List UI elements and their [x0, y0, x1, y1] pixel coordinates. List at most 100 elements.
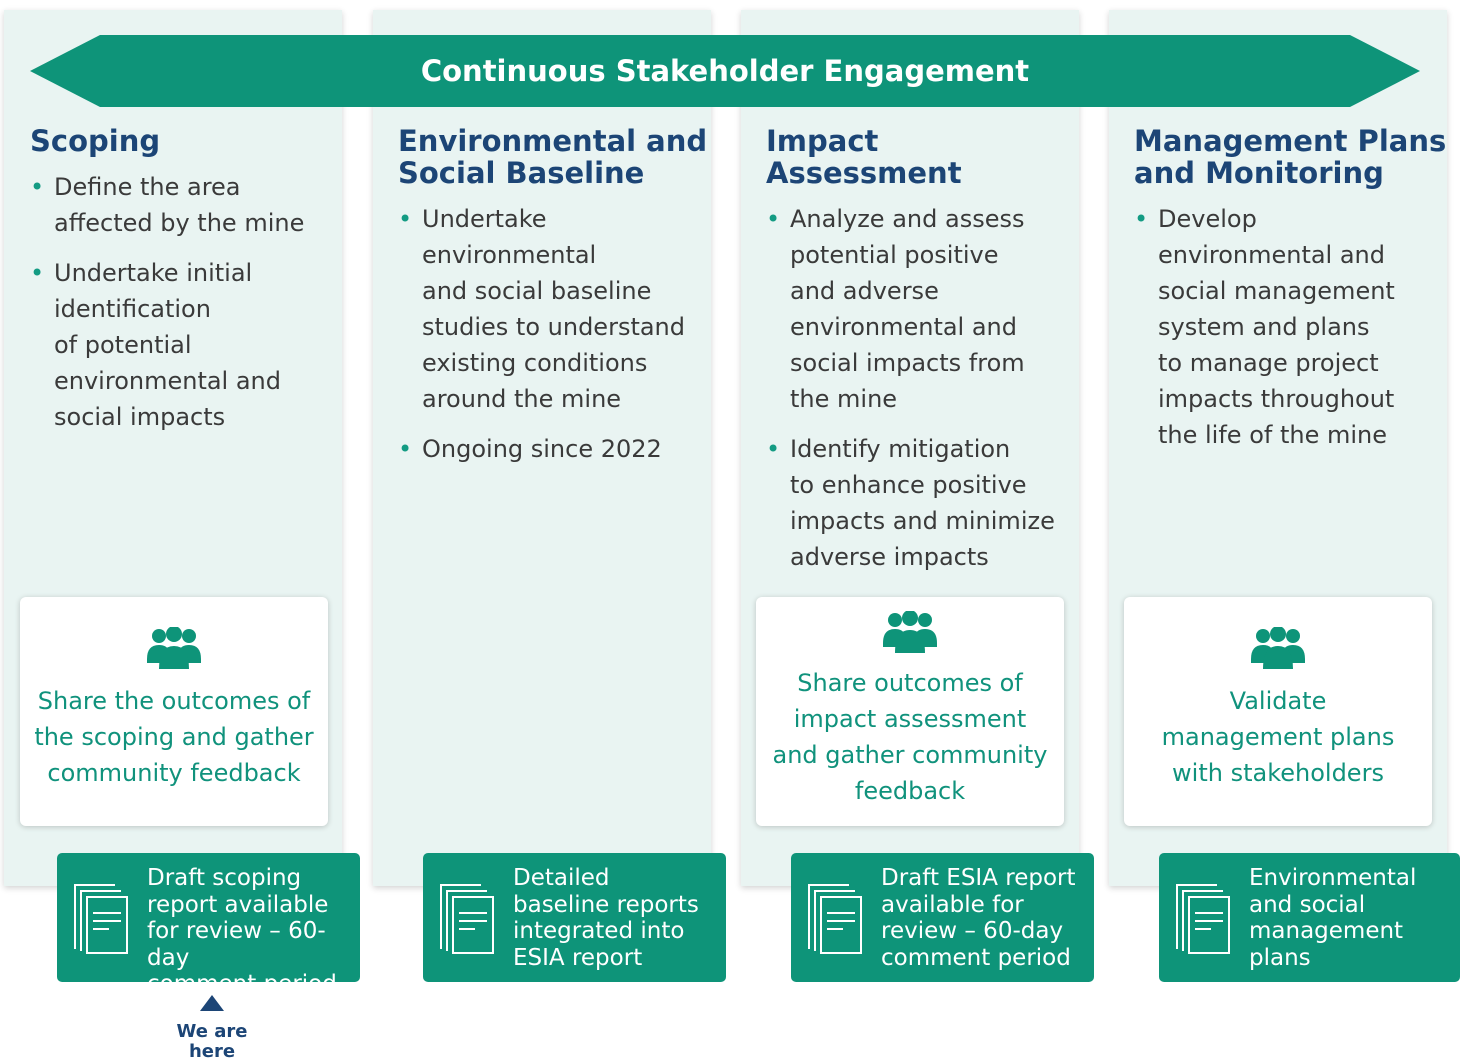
card-line: community feedback: [47, 759, 301, 787]
phase-title-impact: Impact Assessment: [766, 125, 962, 189]
engagement-card-management: Validate management plans with stakehold…: [1124, 597, 1432, 826]
deliverable-line: ESIA report: [513, 944, 643, 971]
bullet-line: Analyze and assess: [790, 205, 1025, 233]
phase-title-line: Social Baseline: [398, 156, 645, 190]
bullet-list-baseline: Undertake environmental and social basel…: [398, 201, 712, 481]
bullet-item: Undertake initial identification of pote…: [30, 255, 339, 435]
card-line: management plans: [1161, 723, 1395, 751]
bullet-line: of potential: [54, 331, 192, 359]
deliverable-management: Environmental and social management plan…: [1159, 853, 1460, 982]
we-are-here-label: We are here: [162, 1022, 262, 1062]
people-icon: [883, 611, 937, 653]
card-line: impact assessment: [793, 705, 1027, 733]
bullet-line: the life of the mine: [1158, 421, 1387, 449]
bullet-list-management: Develop environmental and social managem…: [1134, 201, 1448, 467]
deliverable-line: review – 60-day: [881, 918, 1064, 944]
document-icon: [440, 884, 494, 954]
bullet-line: system and plans: [1158, 313, 1370, 341]
deliverable-line: integrated into: [513, 918, 685, 944]
deliverable-text: Draft scoping report available for revie…: [147, 865, 354, 998]
deliverable-line: and social: [1249, 891, 1366, 918]
bullet-list-scoping: Define the area affected by the mine Und…: [30, 169, 339, 449]
triangle-up-icon: [200, 995, 224, 1011]
phase-title-line: Assessment: [766, 156, 962, 190]
deliverable-impact: Draft ESIA report available for review –…: [791, 853, 1094, 982]
bullet-line: studies to understand: [422, 313, 686, 341]
deliverable-line: baseline reports: [513, 891, 699, 918]
bullet-item: Analyze and assess potential positive an…: [766, 201, 1080, 417]
bullet-item: Identify mitigation to enhance positive …: [766, 431, 1080, 575]
bullet-line: adverse impacts: [790, 543, 989, 571]
card-text: Share the outcomes of the scoping and ga…: [30, 683, 318, 791]
bullet-line: existing conditions: [422, 349, 648, 377]
deliverable-line: Draft scoping: [147, 865, 302, 891]
card-line: Validate: [1229, 687, 1327, 715]
deliverable-baseline: Detailed baseline reports integrated int…: [423, 853, 726, 982]
phase-title-scoping: Scoping: [30, 125, 160, 157]
bullet-item: Develop environmental and social managem…: [1134, 201, 1448, 453]
bullet-item: Undertake environmental and social basel…: [398, 201, 712, 417]
bullet-line: social management: [1158, 277, 1395, 305]
bullet-line: environmental and: [54, 367, 282, 395]
people-icon: [147, 627, 201, 669]
phase-title-management: Management Plans and Monitoring: [1134, 125, 1446, 189]
deliverable-line: management: [1249, 918, 1404, 944]
card-line: the scoping and gather: [34, 723, 314, 751]
phase-title-baseline: Environmental and Social Baseline: [398, 125, 707, 189]
deliverable-line: report available: [147, 891, 329, 918]
phase-title-line: and Monitoring: [1134, 156, 1384, 190]
phase-title-line: Management Plans: [1134, 124, 1447, 158]
bullet-line: potential positive: [790, 241, 999, 269]
bullet-line: and adverse: [790, 277, 939, 305]
bullet-list-impact: Analyze and assess potential positive an…: [766, 201, 1080, 589]
card-text: Validate management plans with stakehold…: [1134, 683, 1422, 791]
bullet-line: to enhance positive: [790, 471, 1027, 499]
card-line: Share outcomes of: [797, 669, 1023, 697]
bullet-line: Undertake initial: [54, 259, 253, 287]
bullet-line: Define the area: [54, 173, 241, 201]
bullet-line: Develop: [1158, 205, 1257, 233]
bullet-line: environmental and: [790, 313, 1018, 341]
deliverable-text: Detailed baseline reports integrated int…: [513, 865, 720, 971]
deliverable-line: comment period: [881, 944, 1071, 971]
deliverable-text: Draft ESIA report available for review –…: [881, 865, 1088, 971]
deliverable-line: available for: [881, 891, 1024, 918]
deliverable-line: Environmental: [1249, 865, 1417, 891]
bullet-line: identification: [54, 295, 211, 323]
bullet-line: Ongoing since 2022: [422, 435, 662, 463]
bullet-line: Undertake: [422, 205, 547, 233]
deliverable-text: Environmental and social management plan…: [1249, 865, 1454, 971]
marker-line: We are: [176, 1021, 248, 1042]
bullet-line: social impacts: [54, 403, 226, 431]
bullet-line: environmental: [422, 241, 597, 269]
document-icon: [1176, 884, 1230, 954]
phase-title-line: Scoping: [30, 124, 161, 158]
bullet-line: impacts and minimize: [790, 507, 1055, 535]
deliverable-line: Detailed: [513, 865, 610, 891]
bullet-item: Define the area affected by the mine: [30, 169, 339, 241]
bullet-line: impacts throughout: [1158, 385, 1395, 413]
bullet-line: social impacts from: [790, 349, 1025, 377]
people-icon: [1251, 627, 1305, 669]
bullet-line: and social baseline: [422, 277, 652, 305]
deliverable-line: Draft ESIA report: [881, 865, 1076, 891]
card-line: and gather community: [772, 741, 1048, 769]
card-line: feedback: [854, 777, 966, 805]
engagement-card-scoping: Share the outcomes of the scoping and ga…: [20, 597, 328, 826]
bullet-item: Ongoing since 2022: [398, 431, 712, 467]
banner-title: Continuous Stakeholder Engagement: [420, 54, 1030, 88]
bullet-line: to manage project: [1158, 349, 1379, 377]
card-line: Share the outcomes of: [37, 687, 311, 715]
bullet-line: affected by the mine: [54, 209, 305, 237]
bullet-line: around the mine: [422, 385, 622, 413]
card-line: with stakeholders: [1172, 759, 1384, 787]
bullet-line: environmental and: [1158, 241, 1386, 269]
phase-title-line: Environmental and: [398, 124, 708, 158]
deliverable-scoping: Draft scoping report available for revie…: [57, 853, 360, 997]
bullet-line: Identify mitigation: [790, 435, 1011, 463]
engagement-banner: Continuous Stakeholder Engagement: [30, 35, 1420, 107]
engagement-card-impact: Share outcomes of impact assessment and …: [756, 597, 1064, 826]
deliverable-line: plans: [1249, 944, 1311, 971]
marker-line: here: [188, 1041, 236, 1062]
card-text: Share outcomes of impact assessment and …: [766, 665, 1054, 809]
